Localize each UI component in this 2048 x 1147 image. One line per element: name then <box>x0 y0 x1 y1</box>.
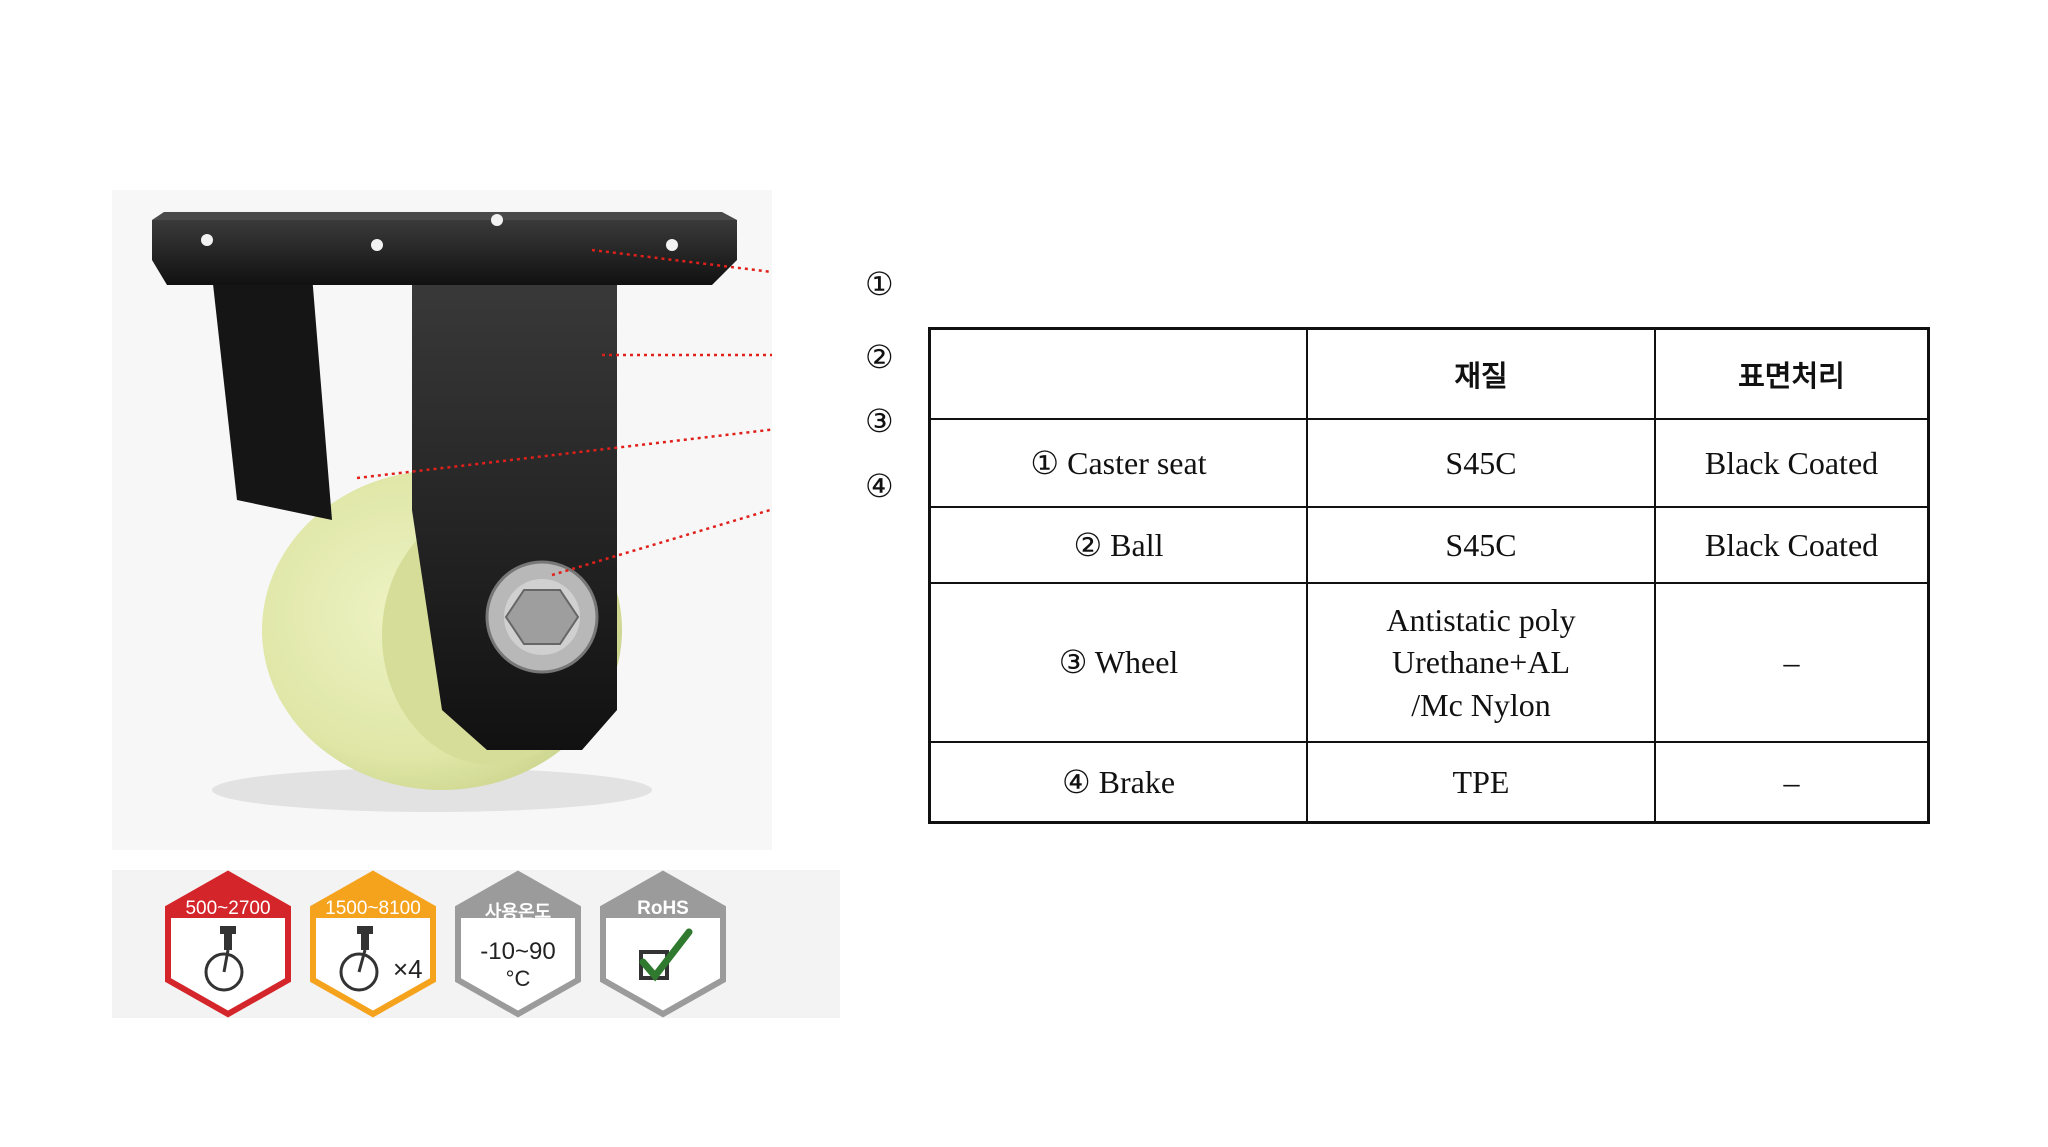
rohs-badge: RoHS <box>597 870 729 1018</box>
load-capacity-badge: 500~2700 <box>162 870 294 1018</box>
material-line: Urethane+AL <box>1392 644 1570 681</box>
cell-part: ③ Wheel <box>928 582 1308 743</box>
multiplier-label: ×4 <box>393 954 423 984</box>
multi-load-badge: 1500~8100 ×4 <box>307 870 439 1018</box>
top-plate <box>152 220 737 285</box>
cell-part: ② Ball <box>928 506 1308 584</box>
table-row: ④ Brake TPE – <box>928 741 1930 824</box>
cell-material: Antistatic poly Urethane+AL /Mc Nylon <box>1306 582 1656 743</box>
caster-icon <box>204 926 244 992</box>
cell-surface: – <box>1654 582 1930 743</box>
spec-table: 재질 표면처리 ① Caster seat S45C Black Coated … <box>928 327 1930 824</box>
cell-material: S45C <box>1306 418 1656 508</box>
table-row: ③ Wheel Antistatic poly Urethane+AL /Mc … <box>928 582 1930 743</box>
badge-label: 500~2700 <box>185 898 271 919</box>
frame-leg <box>412 270 617 750</box>
badge-label: 사용온도 <box>484 902 552 923</box>
header-part <box>928 327 1308 420</box>
temperature-unit: °C <box>505 966 531 991</box>
cell-surface: – <box>1654 741 1930 824</box>
cell-surface: Black Coated <box>1654 506 1930 584</box>
caster-icon <box>339 926 379 992</box>
callout-4: ④ <box>865 467 894 505</box>
temperature-range: -10~90 <box>480 938 556 965</box>
callout-2: ② <box>865 338 894 376</box>
material-line: /Mc Nylon <box>1411 686 1551 723</box>
badge-label: 1500~8100 <box>325 898 421 919</box>
callout-3: ③ <box>865 402 894 440</box>
cell-material: TPE <box>1306 741 1656 824</box>
table-header-row: 재질 표면처리 <box>928 327 1930 420</box>
header-material: 재질 <box>1306 327 1656 420</box>
spec-badges: 500~2700 1500~8100 ×4 사용온도 -10~90 °C <box>112 870 840 1018</box>
check-icon <box>639 928 693 982</box>
callout-1: ① <box>865 265 894 303</box>
cell-surface: Black Coated <box>1654 418 1930 508</box>
temperature-badge: 사용온도 -10~90 °C <box>452 870 584 1018</box>
caster-product-image <box>112 190 772 850</box>
table-row: ① Caster seat S45C Black Coated <box>928 418 1930 508</box>
cell-part: ④ Brake <box>928 741 1308 824</box>
leader-lines <box>356 248 772 577</box>
badge-label: RoHS <box>637 898 689 919</box>
table-row: ② Ball S45C Black Coated <box>928 506 1930 584</box>
caster-illustration <box>152 212 772 812</box>
header-surface: 표면처리 <box>1654 327 1930 420</box>
material-line: Antistatic poly <box>1386 601 1576 638</box>
cell-part: ① Caster seat <box>928 418 1308 508</box>
cell-material: S45C <box>1306 506 1656 584</box>
